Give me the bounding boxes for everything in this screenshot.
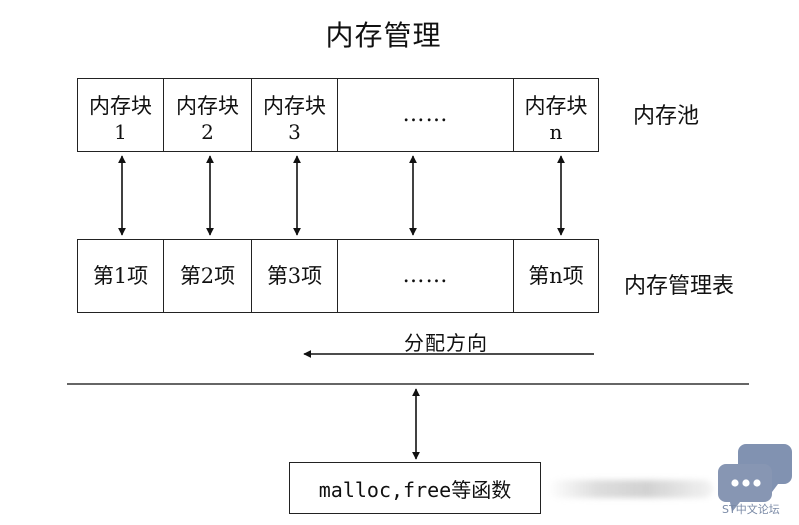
- functions-label: malloc,free等函数: [318, 477, 512, 502]
- memory-table-row: 第1项 第2项 第3项 …… 第n项: [77, 239, 599, 313]
- allocation-direction-label: 分配方向: [404, 331, 488, 355]
- table-entry-1: 第1项: [78, 240, 164, 312]
- pool-block-number: 3: [288, 120, 301, 144]
- chat-bubbles-icon: [718, 444, 792, 512]
- diagram-title: 内存管理: [325, 19, 442, 52]
- table-entry-ellipsis: ……: [338, 240, 514, 312]
- pool-block-3: 内存块 3: [252, 79, 338, 151]
- pool-block-n: 内存块 n: [514, 79, 598, 151]
- memory-table-label: 内存管理表: [624, 274, 735, 299]
- pool-block-label: 内存块: [89, 94, 152, 118]
- functions-box: malloc,free等函数: [289, 462, 541, 514]
- pool-block-label: 内存块: [524, 94, 588, 118]
- table-entry-3: 第3项: [252, 240, 338, 312]
- pool-block-number: n: [549, 120, 563, 144]
- ellipsis-text: ……: [402, 102, 449, 127]
- pool-block-label: 内存块: [176, 94, 239, 118]
- pool-block-2: 内存块 2: [164, 79, 252, 151]
- memory-pool-label: 内存池: [633, 104, 700, 129]
- pool-block-1: 内存块 1: [78, 79, 164, 151]
- pool-block-ellipsis: ……: [338, 79, 514, 151]
- memory-pool-row: 内存块 1 内存块 2 内存块 3 …… 内存块 n: [77, 78, 599, 152]
- pool-block-number: 1: [114, 120, 127, 144]
- table-entry-n: 第n项: [528, 264, 584, 288]
- pool-block-number: 2: [201, 120, 214, 144]
- blurred-watermark-strip: [548, 480, 713, 498]
- watermark-text: ST中文论坛: [722, 503, 780, 516]
- pool-block-label: 内存块: [263, 94, 326, 118]
- table-entry-2: 第2项: [164, 240, 252, 312]
